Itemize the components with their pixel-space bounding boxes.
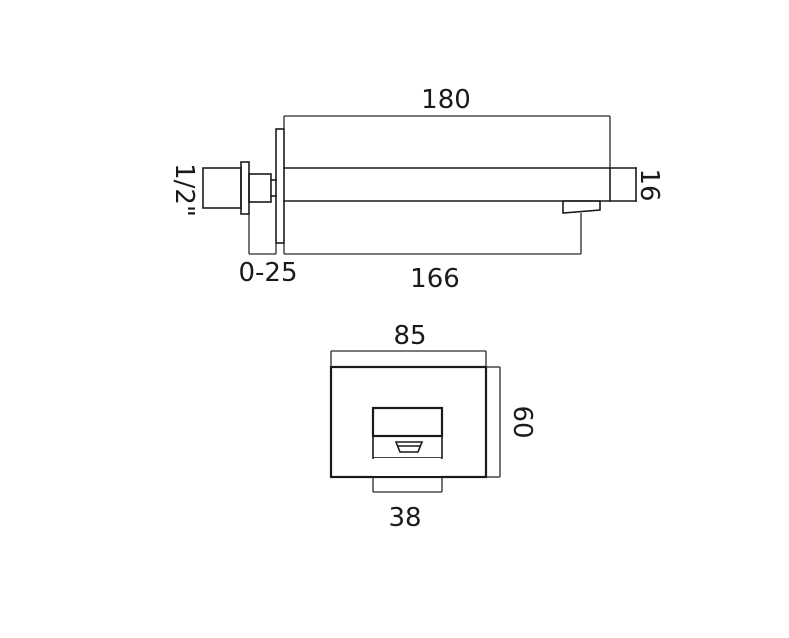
label-0-25: 0-25 bbox=[238, 258, 297, 288]
dimension-60: 60 bbox=[486, 366, 537, 478]
label-180: 180 bbox=[421, 85, 471, 115]
dimension-thread: 1/2" bbox=[169, 163, 199, 217]
dimension-180: 180 bbox=[283, 85, 611, 168]
label-60: 60 bbox=[507, 405, 537, 438]
label-85: 85 bbox=[393, 321, 426, 351]
spout-front bbox=[371, 406, 444, 476]
front-view: 85 60 38 bbox=[329, 321, 537, 533]
threaded-connector bbox=[202, 161, 277, 215]
dimension-166: 0-25 166 bbox=[238, 213, 582, 294]
wall-plate-front bbox=[329, 365, 488, 479]
label-38: 38 bbox=[388, 503, 421, 533]
label-166: 166 bbox=[410, 264, 460, 294]
label-16: 16 bbox=[634, 168, 664, 201]
dimension-85: 85 bbox=[330, 321, 487, 367]
dimension-38: 38 bbox=[372, 477, 443, 533]
aerator-outlet bbox=[562, 200, 601, 214]
label-thread-size: 1/2" bbox=[169, 163, 199, 217]
dimension-16: 16 bbox=[634, 168, 664, 201]
wall-plate-side bbox=[275, 128, 285, 244]
side-view: 180 16 1/2" 0-25 166 bbox=[169, 85, 664, 294]
spout-body bbox=[283, 167, 637, 202]
